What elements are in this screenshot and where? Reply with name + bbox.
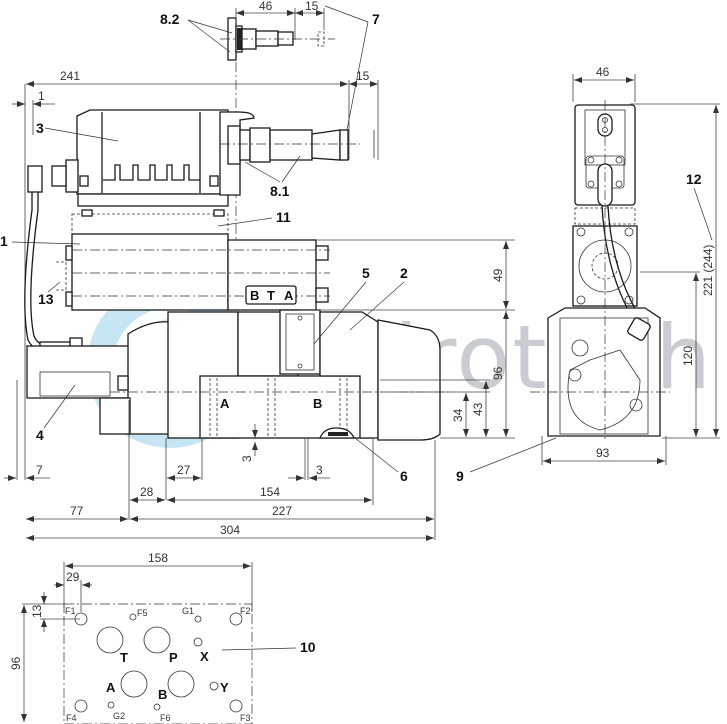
dim-304: 304	[220, 523, 240, 537]
hole-F4: F4	[66, 713, 77, 723]
dim-93: 93	[596, 446, 610, 460]
dim-3-left: 3	[240, 455, 254, 462]
dim-154: 154	[260, 485, 280, 499]
callout-8-1: 8.1	[270, 183, 290, 199]
dim-120: 120	[681, 346, 695, 366]
dim-227: 227	[272, 504, 292, 518]
dim-plate-96: 96	[9, 656, 23, 670]
callout-2: 2	[400, 265, 408, 281]
hole-G1: G1	[182, 606, 194, 616]
electronics-housing: 3	[36, 109, 229, 207]
body-port-B: B	[313, 396, 322, 411]
pilot-port-A: A	[284, 288, 294, 303]
plate-port-T: T	[120, 650, 128, 665]
callout-13: 13	[38, 291, 54, 307]
callout-11: 11	[276, 209, 291, 225]
main-valve-body: 4 A B 5 2 6	[26, 265, 450, 484]
bottom-dimensions: 7 27 3 3 28 154 77 227 304	[4, 380, 436, 541]
callout-4: 4	[36, 427, 44, 443]
pilot-valve: B T A 1 13	[0, 233, 330, 311]
dim-connector-46: 46	[259, 0, 273, 13]
adapter-plate: 11	[71, 209, 291, 235]
dim-27: 27	[177, 463, 191, 477]
mounting-plate: 158 29 13 96 T P X A B Y F1 F2 F	[9, 551, 316, 724]
callout-12: 12	[686, 171, 702, 187]
hole-F2: F2	[240, 606, 251, 616]
dim-77: 77	[70, 504, 84, 518]
dim-49: 49	[491, 268, 505, 282]
callout-9: 9	[456, 468, 464, 484]
dim-13: 13	[30, 604, 44, 618]
hole-F5: F5	[137, 608, 148, 618]
dim-96: 96	[491, 366, 505, 380]
dim-1: 1	[38, 89, 45, 103]
dim-3-right: 3	[316, 463, 323, 477]
plug-connector: 8.1	[219, 111, 375, 199]
plate-port-B: B	[158, 687, 167, 702]
dim-29: 29	[66, 570, 80, 584]
body-port-A: A	[220, 396, 230, 411]
callout-10: 10	[300, 639, 316, 655]
callout-5: 5	[362, 265, 370, 281]
dim-34: 34	[451, 408, 465, 422]
dim-158: 158	[148, 551, 168, 565]
dim-connector-15: 15	[305, 0, 319, 13]
hole-F1: F1	[65, 606, 76, 616]
dim-side-46: 46	[596, 65, 610, 79]
callout-6: 6	[400, 468, 408, 484]
hole-F6: F6	[160, 713, 171, 723]
callout-7: 7	[372, 11, 380, 27]
dim-7: 7	[36, 463, 43, 477]
dim-43: 43	[471, 402, 485, 416]
hole-G2: G2	[113, 711, 125, 721]
callout-8-2: 8.2	[160, 11, 180, 27]
plate-port-P: P	[169, 650, 178, 665]
side-view: 46	[456, 65, 720, 484]
pilot-port-B: B	[250, 288, 259, 303]
plate-port-X: X	[200, 649, 209, 664]
dim-241: 241	[60, 69, 80, 83]
plate-port-A: A	[106, 680, 116, 695]
hole-F3: F3	[240, 713, 251, 723]
dim-28: 28	[140, 485, 154, 499]
connector-detail: 46 15 8.2 7	[160, 0, 380, 141]
pilot-port-T: T	[267, 288, 275, 303]
callout-3: 3	[36, 120, 44, 136]
height-dimensions: 49 96 43 34	[300, 239, 515, 439]
callout-1: 1	[0, 233, 8, 249]
dim-221-244: 221 (244)	[701, 245, 715, 296]
plate-port-Y: Y	[220, 680, 229, 695]
dim-top-15: 15	[356, 69, 370, 83]
